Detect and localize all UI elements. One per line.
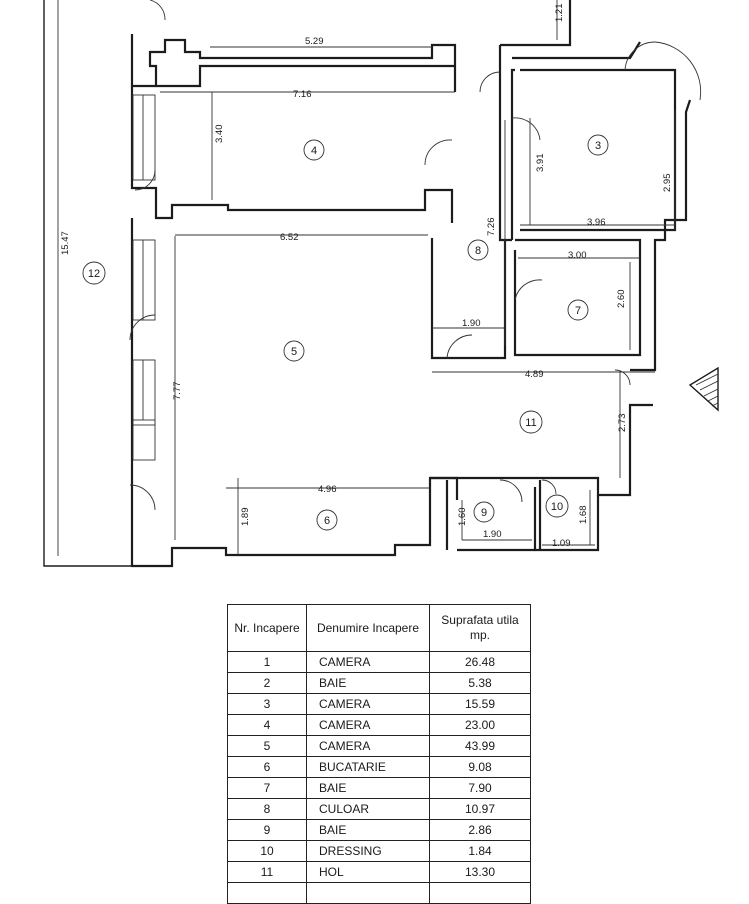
room-name-cell: CAMERA: [306, 714, 430, 736]
dim-7-26: 7.26: [486, 218, 497, 237]
room-area-cell: 9.08: [429, 756, 531, 778]
dimension-texts: 1.21 5.29 7.16 3.40 3.91 2.95 3.96 7.26 …: [60, 4, 673, 550]
room-number-cell: 1: [227, 651, 307, 673]
doors: [129, 0, 702, 511]
room-area-cell: 1.84: [429, 840, 531, 862]
room-name-cell: BAIE: [306, 819, 430, 841]
terrace-outline: [43, 0, 132, 567]
dim-4-89: 4.89: [525, 369, 544, 380]
room-area-cell: 2.86: [429, 819, 531, 841]
room-number-cell: 11: [227, 861, 307, 883]
room-number-cell: 2: [227, 672, 307, 694]
room-area-cell: 10.97: [429, 798, 531, 820]
room-label-7: 7: [575, 305, 581, 317]
room-name-cell: CULOAR: [306, 798, 430, 820]
room-label-3: 3: [595, 140, 601, 152]
room-label-6: 6: [324, 515, 330, 527]
dim-1-09: 1.09: [552, 538, 571, 549]
room-name-cell: CAMERA: [306, 651, 430, 673]
dim-2-95: 2.95: [662, 174, 673, 193]
room-area-cell: 43.99: [429, 735, 531, 757]
dim-7-77: 7.77: [172, 382, 183, 401]
dim-1-21: 1.21: [554, 4, 565, 23]
room-number-cell: 10: [227, 840, 307, 862]
room-area-cell: 15.59: [429, 693, 531, 715]
windows: [132, 94, 156, 461]
room-number-cell: 3: [227, 693, 307, 715]
room-number-cell: 7: [227, 777, 307, 799]
room-label-9: 9: [481, 507, 487, 519]
room-name-cell: CAMERA: [306, 693, 430, 715]
room-name-cell: CAMERA: [306, 735, 430, 757]
room-name-cell: BUCATARIE: [306, 756, 430, 778]
dim-3-91: 3.91: [535, 154, 546, 173]
empty-cell: [429, 882, 531, 904]
room-name-cell: BAIE: [306, 672, 430, 694]
room-area-cell: 7.90: [429, 777, 531, 799]
room-number-cell: 9: [227, 819, 307, 841]
dim-4-96: 4.96: [318, 484, 337, 495]
room-number-cell: 6: [227, 756, 307, 778]
room-name-cell: DRESSING: [306, 840, 430, 862]
dim-3-96: 3.96: [587, 217, 606, 228]
room-area-table: Nr. Incapere Denumire Incapere Suprafata…: [227, 604, 531, 904]
dim-3-40: 3.40: [214, 125, 225, 144]
empty-cell: [306, 882, 430, 904]
room-area-cell: 26.48: [429, 651, 531, 673]
dim-2-60: 2.60: [616, 290, 627, 309]
dim-3-00: 3.00: [568, 250, 587, 261]
dimension-lines: [160, 0, 676, 555]
stair-symbol: [688, 366, 719, 412]
header-name: Denumire Incapere: [306, 604, 430, 652]
dim-1-68: 1.68: [578, 506, 589, 525]
dim-1-90-a: 1.90: [462, 318, 481, 329]
dim-1-90-b: 1.90: [483, 529, 502, 540]
dim-15-47: 15.47: [60, 231, 71, 255]
dim-6-52: 6.52: [280, 232, 299, 243]
exterior-walls: [130, 0, 692, 568]
room-name-cell: HOL: [306, 861, 430, 883]
dim-2-73: 2.73: [617, 414, 628, 433]
dim-5-29: 5.29: [305, 36, 324, 47]
room-label-10: 10: [551, 501, 563, 513]
room-markers: 3 4 5 6 7 8 9 10 11 12: [82, 134, 609, 531]
room-number-cell: 8: [227, 798, 307, 820]
room-label-5: 5: [291, 346, 297, 358]
room-area-cell: 23.00: [429, 714, 531, 736]
room-number-cell: 4: [227, 714, 307, 736]
empty-cell: [227, 882, 307, 904]
table-header-row: Nr. Incapere Denumire Incapere Suprafata…: [227, 604, 531, 652]
dim-1-60: 1.60: [457, 508, 468, 527]
room-label-8: 8: [475, 245, 481, 257]
room-area-cell: 5.38: [429, 672, 531, 694]
room-label-4: 4: [311, 145, 317, 157]
header-nr: Nr. Incapere: [227, 604, 307, 652]
room-number-cell: 5: [227, 735, 307, 757]
floor-plan: 1.21 5.29 7.16 3.40 3.91 2.95 3.96 7.26 …: [43, 0, 719, 568]
dim-7-16: 7.16: [293, 89, 312, 100]
dim-1-89: 1.89: [240, 508, 251, 527]
header-area: Suprafata utila mp.: [429, 604, 531, 652]
table-row-empty: [227, 882, 531, 904]
room-name-cell: BAIE: [306, 777, 430, 799]
room-label-12: 12: [88, 268, 100, 280]
room-area-cell: 13.30: [429, 861, 531, 883]
room-label-11: 11: [525, 417, 536, 429]
